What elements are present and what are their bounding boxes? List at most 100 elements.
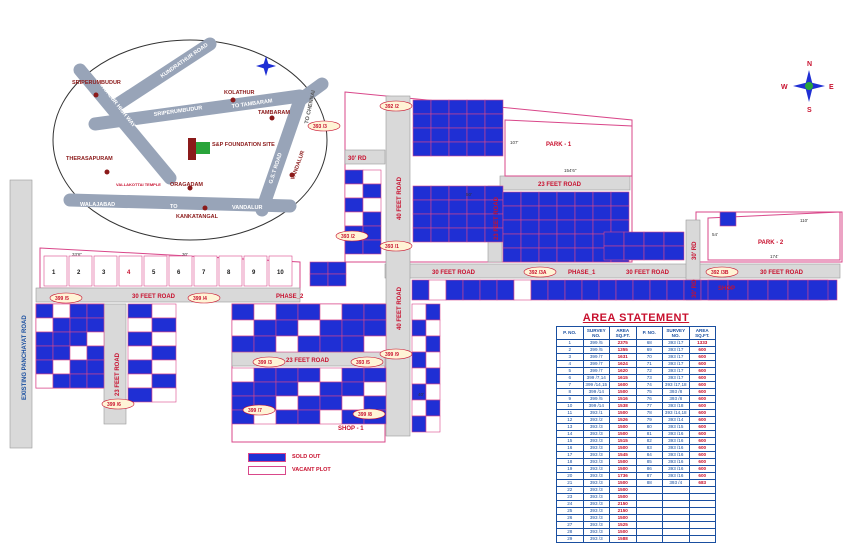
plot-cell-sold	[425, 303, 441, 321]
plot-cell-sold	[520, 233, 540, 249]
area-cell: 393 /3	[582, 500, 610, 508]
area-cell: 2150	[609, 507, 637, 515]
plot-cell-sold	[538, 205, 558, 221]
park-2-label: PARK - 2	[758, 240, 784, 246]
area-cell: 600	[688, 402, 716, 410]
legend-vacant-swatch	[248, 465, 286, 475]
area-cell	[635, 493, 663, 501]
plot-cell-sold	[603, 245, 625, 261]
shop-1-label: SHOP - 1	[338, 426, 364, 432]
locmap-label-sriperumbudur: SRIPERUMBUDUR	[72, 80, 121, 86]
area-cell: 600	[688, 360, 716, 368]
plot-cell-sold	[615, 279, 634, 301]
legend-vacant-label: VACANT PLOT	[292, 467, 331, 473]
plot-cell-sold	[127, 303, 153, 319]
plot-cell-sold	[319, 395, 343, 411]
locmap-label-vandalur-road: VANDALUR	[232, 205, 262, 211]
area-cell: 10	[556, 402, 584, 410]
survey-tag-label: 392 /2	[385, 104, 399, 110]
plot-cell-vacant	[319, 367, 343, 383]
area-cell: 393 /16	[662, 465, 690, 473]
survey-tag-label: 399 /6	[107, 402, 121, 408]
area-cell: 393 /3	[582, 423, 610, 431]
plot-cell-vacant	[513, 279, 532, 301]
dim-park2-side: 54'	[712, 232, 718, 237]
road-label-23ft-lower: 23 FEET ROAD	[286, 358, 330, 364]
plot-cell-sold	[253, 381, 277, 397]
plot-cell-sold	[538, 191, 558, 207]
plot-cell-sold	[52, 345, 71, 361]
area-cell: 393 /3	[582, 465, 610, 473]
plot-cell-sold	[445, 279, 464, 301]
plot-cell-sold	[747, 279, 769, 301]
plot-cell-sold	[344, 169, 364, 185]
phase-2-label: PHASE_2	[276, 294, 304, 300]
area-cell: 393 /3	[582, 472, 610, 480]
area-cell: 82	[635, 437, 663, 445]
area-cell: 600	[688, 367, 716, 375]
plot-cell-sold	[556, 219, 576, 235]
area-header-cell: P. NO.	[556, 326, 584, 340]
survey-tag-label: 393 /1	[385, 244, 399, 250]
road-label-40ft-a: 40 FEET ROAD	[397, 176, 403, 220]
plot-cell-sold	[496, 279, 515, 301]
area-cell: 25	[556, 507, 584, 515]
plot-cell-sold	[412, 141, 432, 157]
area-cell: 21	[556, 479, 584, 487]
area-cell: 83	[635, 444, 663, 452]
locmap-road-gst	[255, 93, 307, 217]
area-cell: 393 /3	[582, 451, 610, 459]
plot-number: 5	[152, 270, 156, 276]
area-cell: 2	[556, 346, 584, 354]
compass-w: W	[781, 84, 788, 91]
park-1	[504, 119, 633, 177]
legend-sold-swatch	[248, 452, 286, 462]
area-statement: AREA STATEMENT P. NO.SURVEY NO.AREA SQ.F…	[556, 312, 716, 543]
road-40ft-vertical	[385, 95, 411, 437]
area-cell: 600	[688, 465, 716, 473]
compass-s: S	[807, 107, 812, 114]
area-cell: 600	[688, 416, 716, 424]
area-cell	[635, 507, 663, 515]
plot-cell-vacant	[69, 345, 88, 361]
area-cell: 393 /15	[662, 423, 690, 431]
plot-cell-sold	[231, 335, 255, 353]
locmap-label-site: S&P FOUNDATION SITE	[212, 142, 275, 148]
area-cell	[688, 507, 716, 515]
plot-cell-sold	[86, 359, 105, 375]
survey-tag	[49, 292, 83, 304]
plot-cell-sold	[462, 279, 481, 301]
area-cell: 1525	[609, 521, 637, 529]
plot-cell-vacant	[341, 395, 365, 411]
locmap-label-kankatangal: KANKATANGAL	[176, 214, 219, 220]
area-cell: 80	[635, 423, 663, 431]
plot-cell-vacant	[275, 395, 299, 411]
area-cell: 2375	[609, 339, 637, 347]
road-label-existing: EXISTING PANCHAYAT ROAD	[22, 315, 28, 400]
plot-cell-sold	[430, 113, 450, 129]
plot-cell-vacant	[253, 303, 277, 321]
area-cell	[662, 528, 690, 536]
plot-cell-sold	[448, 199, 468, 215]
area-cell: 393 /4	[662, 479, 690, 487]
area-cell: 393 /17	[662, 353, 690, 361]
area-cell: 393 /17	[662, 367, 690, 375]
plot-cell-sold	[363, 367, 387, 383]
area-cell: 22	[556, 486, 584, 494]
plot-cell-sold	[231, 303, 255, 321]
area-cell: 7	[556, 381, 584, 389]
plot-phase2	[118, 255, 143, 287]
plot-cell-sold	[341, 381, 365, 397]
plot-cell-sold	[520, 219, 540, 235]
survey-tag-label: 399 /7	[248, 408, 262, 414]
area-cell	[662, 507, 690, 515]
area-cell: 1615	[609, 374, 637, 382]
compass-n: N	[807, 61, 812, 68]
